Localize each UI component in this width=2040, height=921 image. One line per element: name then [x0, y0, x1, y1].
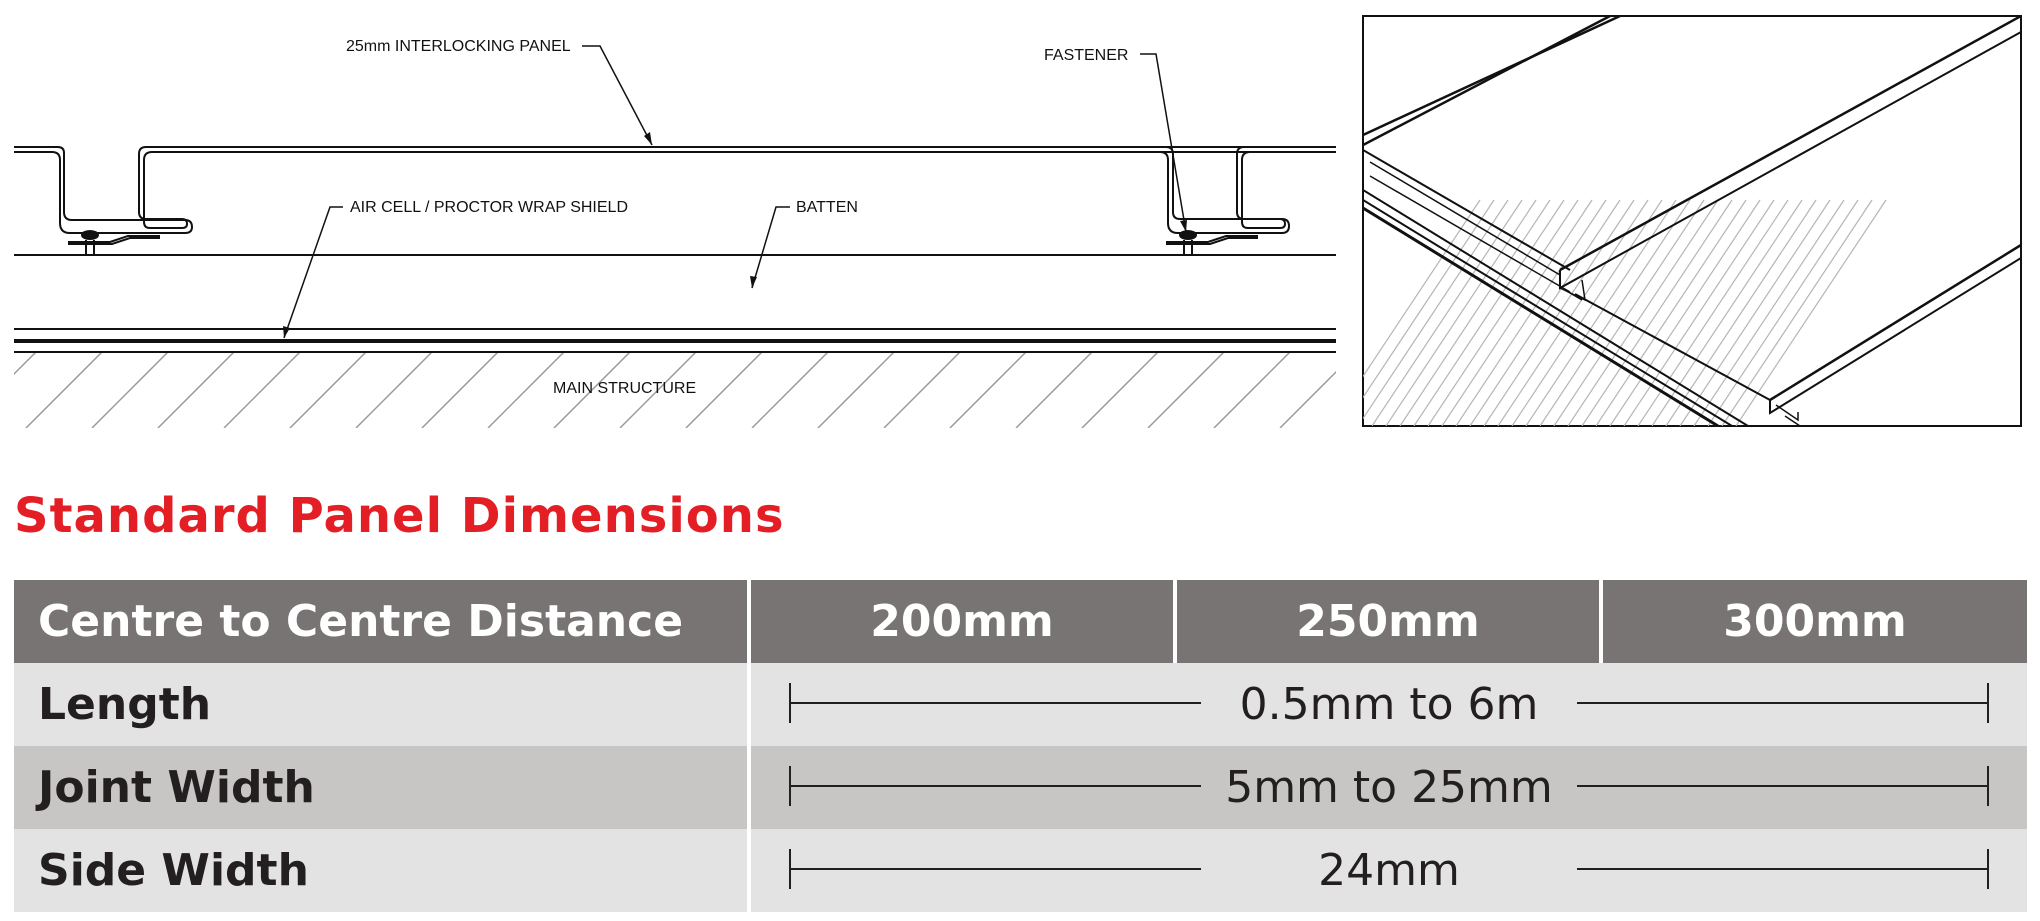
air-cell-callout: AIR CELL / PROCTOR WRAP SHIELD — [350, 199, 628, 216]
panel-arrowhead — [644, 132, 652, 145]
range-end-cap — [1987, 683, 1989, 723]
section-title: Standard Panel Dimensions — [14, 488, 785, 544]
table-row-length: Length 0.5mm to 6m — [14, 663, 2027, 746]
row-value: 24mm — [1318, 845, 1460, 896]
fastener-left — [68, 230, 160, 256]
range-cell: 5mm to 25mm — [749, 746, 2027, 829]
panel-profile — [14, 146, 1336, 234]
dimension-range-indicator: 24mm — [789, 829, 1989, 912]
batten-arrowhead — [750, 276, 757, 288]
header-col-300: 300mm — [1599, 580, 2027, 663]
table-header-row: Centre to Centre Distance 200mm 250mm 30… — [14, 580, 2027, 663]
dimension-range-indicator: 0.5mm to 6m — [789, 663, 1989, 746]
range-line — [1577, 868, 1989, 870]
range-line — [789, 785, 1201, 787]
dimension-range-indicator: 5mm to 25mm — [789, 746, 1989, 829]
range-cell: 24mm — [749, 829, 2027, 912]
panel-leader — [582, 45, 653, 146]
table-row-joint-width: Joint Width 5mm to 25mm — [14, 746, 2027, 829]
section-drawing: 25mm INTERLOCKING PANEL FASTENER AIR CEL… — [14, 15, 2022, 428]
row-label: Joint Width — [14, 746, 751, 829]
batten-leader — [751, 206, 790, 289]
panel-callout: 25mm INTERLOCKING PANEL — [346, 38, 571, 55]
range-line — [789, 868, 1201, 870]
range-line — [789, 702, 1201, 704]
fastener-right — [1166, 230, 1258, 256]
header-col-250: 250mm — [1173, 580, 1601, 663]
range-line — [1577, 702, 1989, 704]
fastener-arrowhead — [1180, 220, 1187, 232]
air-cell-arrowhead — [283, 326, 290, 338]
table-row-side-width: Side Width 24mm — [14, 829, 2027, 912]
main-structure-hatch — [14, 352, 1336, 428]
fastener-leader — [1140, 53, 1187, 233]
isometric-view-frame — [1362, 15, 2022, 427]
structure-callout: MAIN STRUCTURE — [553, 380, 696, 397]
header-col-200: 200mm — [747, 580, 1175, 663]
range-line — [1577, 785, 1989, 787]
row-value: 5mm to 25mm — [1225, 762, 1553, 813]
range-end-cap — [1987, 849, 1989, 889]
isometric-view — [1363, 16, 2021, 426]
air-cell-wrap — [14, 328, 1336, 353]
range-end-cap — [1987, 766, 1989, 806]
row-label: Length — [14, 663, 751, 746]
header-label: Centre to Centre Distance — [14, 580, 749, 663]
batten-callout: BATTEN — [796, 199, 858, 216]
air-cell-leader — [283, 206, 343, 339]
row-label: Side Width — [14, 829, 751, 912]
fastener-callout: FASTENER — [1044, 47, 1128, 64]
dimensions-table: Centre to Centre Distance 200mm 250mm 30… — [14, 580, 2027, 912]
row-value: 0.5mm to 6m — [1239, 679, 1539, 730]
range-cell: 0.5mm to 6m — [749, 663, 2027, 746]
